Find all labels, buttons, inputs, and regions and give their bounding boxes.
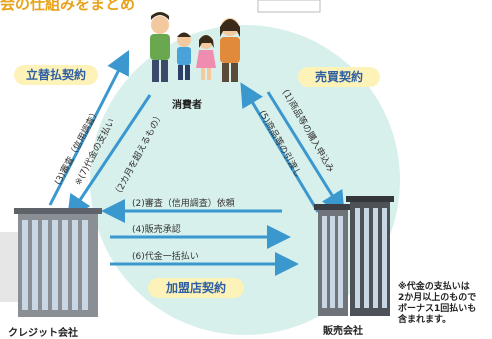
note-line: ボーナス1回払いも: [398, 304, 477, 314]
arrow-delivery-up: [240, 82, 320, 213]
flow-bottom-sales-approval: (4)販売承認: [132, 225, 181, 235]
consumer-label: 消費者: [172, 100, 202, 111]
arrow-order-down: [266, 91, 345, 216]
page-title: 会の仕組みをまとめ: [0, 0, 136, 13]
flow-bottom-lump-payment: (6)代金一括払い: [132, 252, 199, 262]
note-line: ※代金の支払いは: [398, 282, 470, 292]
arrow-review-up: [48, 49, 130, 206]
flow-bottom-review-request: (2)審査（信用調査）依頼: [132, 199, 235, 209]
credit-company-label: クレジット会社: [8, 328, 78, 339]
sales-contract-label: 売買契約: [298, 67, 380, 87]
arrow-payment-down: [67, 94, 152, 220]
top-box: [257, 0, 321, 13]
credit-company-building-icon: [0, 208, 102, 317]
advance-payment-contract-label: 立替払契約: [14, 65, 98, 85]
seller-building-icon: [314, 196, 394, 316]
payment-note: ※代金の支払いは 2か月以上のもので ボーナス1回払いも 含まれます。: [398, 282, 476, 326]
seller-label: 販売会社: [323, 326, 363, 337]
note-line: 2か月以上のもので: [398, 293, 477, 303]
note-line: 含まれます。: [398, 315, 452, 325]
family-icon: [150, 12, 240, 82]
merchant-contract-label: 加盟店契約: [148, 278, 244, 298]
